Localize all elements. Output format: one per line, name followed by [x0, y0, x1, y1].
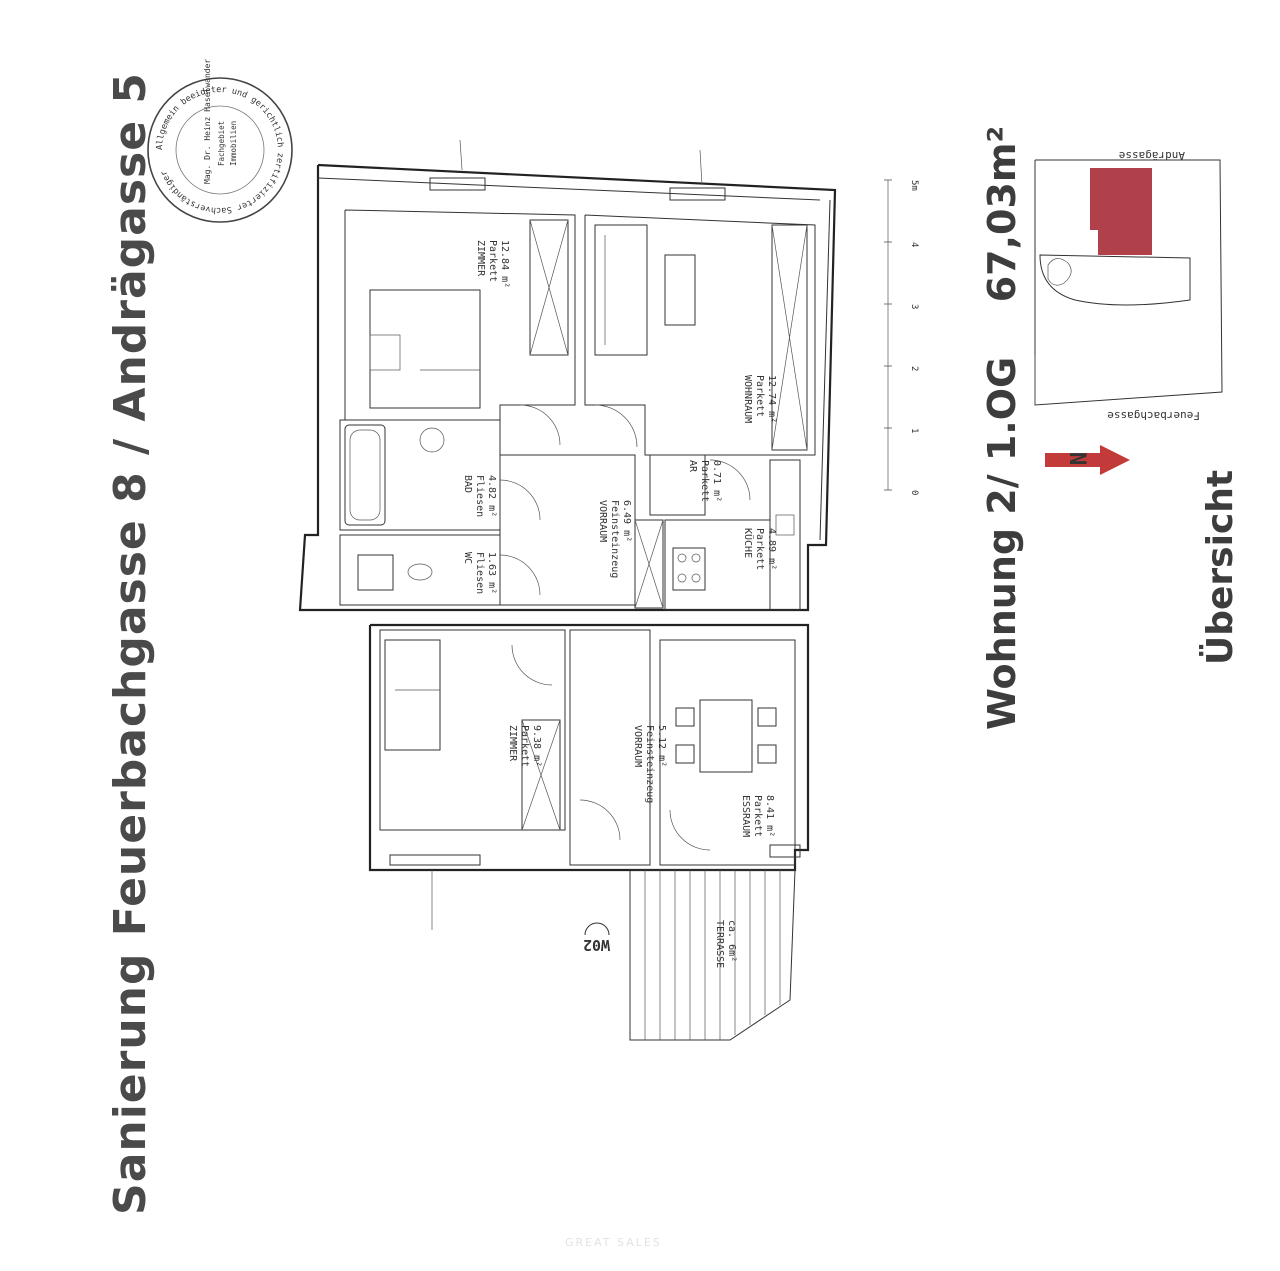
room-essraum-area: 8.41 m² [764, 795, 775, 837]
room-ar-name: AR [687, 460, 698, 473]
scale-tick-label: 2 [909, 366, 919, 371]
room-essraum-name: ESSRAUM [740, 795, 751, 837]
doors [499, 404, 751, 851]
north-arrow: N [1045, 445, 1130, 475]
scale-tick-label: 1 [909, 428, 919, 433]
site-street-bottom: Feuerbachgasse [1107, 409, 1200, 422]
scale-tick-label: 3 [909, 304, 919, 309]
scale-tick-label: 0 [909, 490, 919, 495]
room-terrasse-area: ca. 6m² [726, 920, 737, 962]
scale-bar: 0 1 2 3 4 5m [884, 179, 919, 495]
room-wc-area: 1.63 m² [486, 552, 497, 594]
expert-seal-stamp: Allgemein beeideter und gerichtlich zert… [147, 59, 293, 223]
room-wohnraum-area: 12.74 m² [766, 375, 777, 423]
room-bad-area: 4.82 m² [486, 475, 497, 517]
room-vorraum1-area: 6.49 m² [621, 500, 632, 542]
room-zimmer1-area: 12.84 m² [499, 240, 510, 288]
room-vorraum2-area: 5.12 m² [656, 725, 667, 767]
room-zimmer2-floor: Parkett [519, 725, 530, 767]
room-ar-area: 0.71 m² [711, 460, 722, 502]
wardrobes [521, 219, 808, 831]
room-kueche-name: KÜCHE [742, 528, 755, 558]
room-vorraum1-floor: Feinsteinzeug [609, 500, 620, 578]
room-vorraum2-floor: Feinsteinzeug [644, 725, 655, 803]
room-essraum-floor: Parkett [752, 795, 763, 837]
furniture [344, 224, 801, 773]
footer-watermark: GREAT SALES [565, 1236, 662, 1249]
room-zimmer1-name: ZIMMER [475, 240, 486, 277]
section-markers [431, 139, 703, 936]
room-wc-floor: Fliesen [474, 552, 485, 594]
room-kueche-floor: Parkett [754, 528, 765, 570]
room-zimmer1-floor: Parkett [487, 240, 498, 282]
room-kueche-area: 4.89 m² [766, 528, 777, 570]
room-vorraum2-name: VORRAUM [632, 725, 643, 767]
room-zimmer2-name: ZIMMER [507, 725, 518, 762]
entrance-label: W02 [583, 936, 610, 954]
room-bad-floor: Fliesen [474, 475, 485, 517]
svg-text:Fachgebiet: Fachgebiet [217, 121, 226, 166]
scale-tick-label: 4 [909, 242, 919, 247]
room-wohnraum-name: WOHNRAUM [742, 375, 753, 423]
room-wohnraum-floor: Parkett [754, 375, 765, 417]
room-ar-floor: Parkett [699, 460, 710, 502]
scale-tick-label: 5m [909, 180, 919, 191]
site-plan: Andrägasse Feuerbachgasse [1034, 149, 1223, 422]
windows [389, 177, 801, 866]
terrace [629, 869, 796, 1041]
site-street-top: Andrägasse [1119, 149, 1185, 162]
room-wc-name: WC [462, 552, 473, 564]
room-zimmer2-area: 9.38 m² [531, 725, 542, 767]
svg-text:Immobilien: Immobilien [229, 121, 238, 166]
room-terrasse-name: TERRASSE [714, 920, 725, 968]
north-letter: N [1064, 452, 1089, 465]
room-vorraum1-name: VORRAUM [597, 500, 608, 542]
room-labels: ZIMMER Parkett 12.84 m² WOHNRAUM Parkett… [462, 240, 777, 968]
svg-text:Mag. Dr. Heinz Haselwander: Mag. Dr. Heinz Haselwander [203, 59, 212, 184]
room-bad-name: BAD [462, 475, 473, 493]
